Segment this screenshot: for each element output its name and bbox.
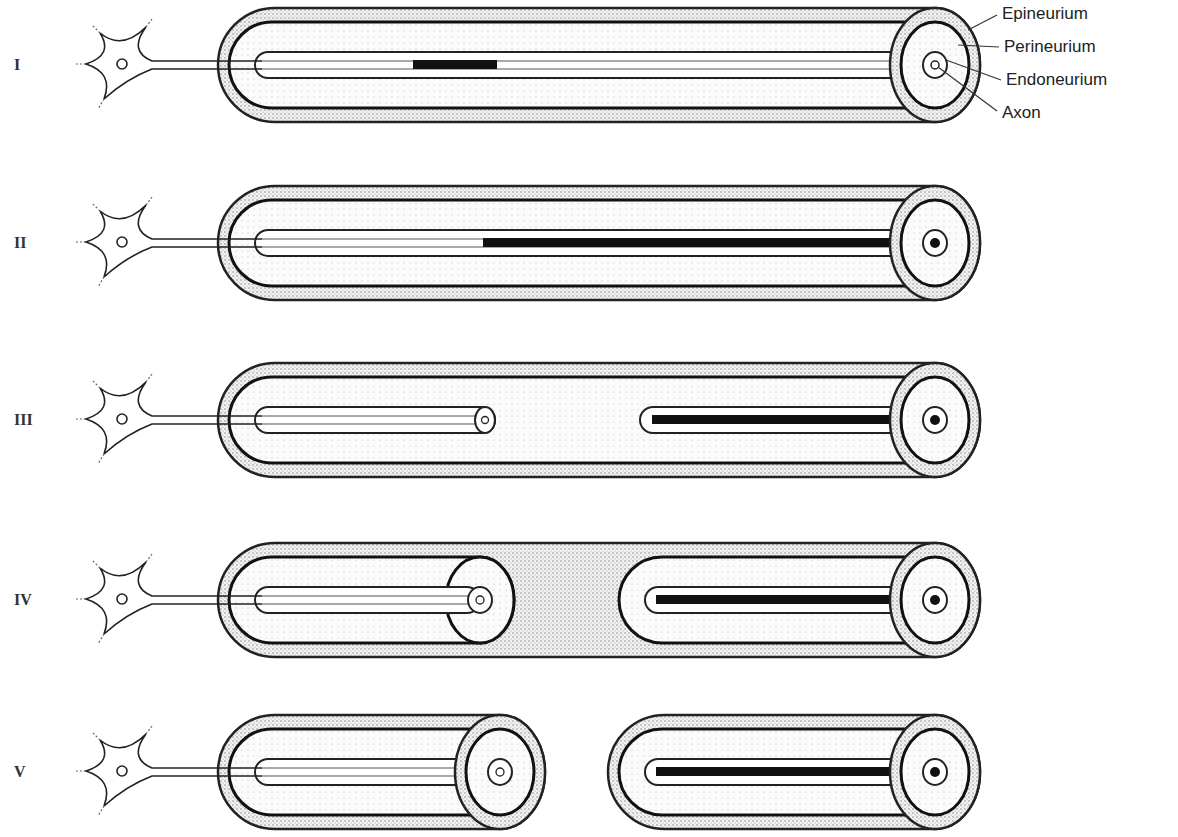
grade-numeral: I [14,55,20,75]
grade-numeral: II [14,233,26,253]
part-label: Epineurium [1002,4,1088,24]
part-label: Axon [1002,103,1041,123]
part-label: Endoneurium [1006,70,1107,90]
grade-numeral: III [14,410,33,430]
grade-numeral: IV [14,590,32,610]
part-label: Perineurium [1004,37,1096,57]
grade-numeral: V [14,762,26,782]
